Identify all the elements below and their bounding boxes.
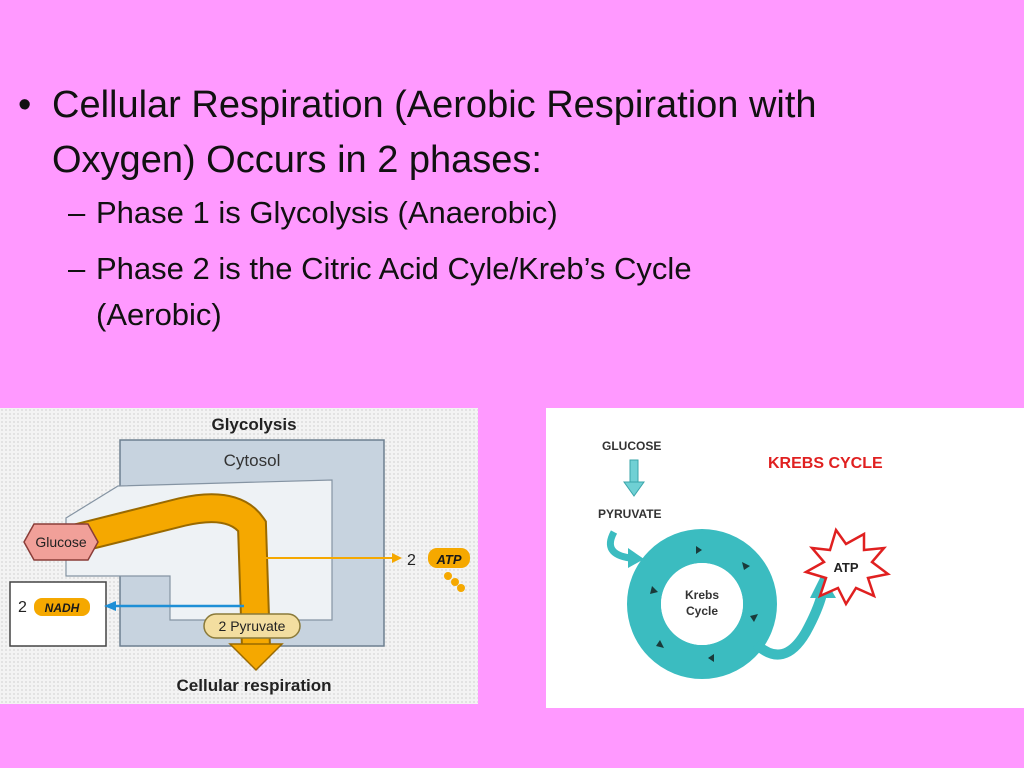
nadh-label: NADH — [45, 601, 80, 615]
pyruvate-text: PYRUVATE — [598, 507, 662, 521]
bullet-main-line-2: Oxygen) Occurs in 2 phases: — [52, 139, 542, 181]
krebs-center — [661, 563, 743, 645]
bullet-main: • Cellular Respiration (Aerobic Respirat… — [18, 78, 1008, 188]
circulation-arrow-icon — [650, 586, 658, 594]
glycolysis-pathway-arrow — [66, 495, 269, 649]
sub-bullet-phase-1-text: Phase 1 is Glycolysis (Anaerobic) — [96, 195, 558, 230]
atp-starburst-icon — [802, 527, 891, 607]
bullet-dot: • — [18, 84, 32, 126]
down-arrow-shaft — [629, 459, 639, 483]
pathway-arrowhead — [228, 643, 284, 672]
krebs-cycle-title: KREBS CYCLE — [768, 455, 883, 472]
pyruvate-pill — [203, 613, 301, 639]
atp-badge — [428, 548, 470, 568]
sub-bullet-dash: – — [68, 251, 86, 286]
glycolysis-svg: Glycolysis Cytosol Glucose 2 ATP 2 — [9, 415, 470, 695]
atp-count: 2 — [407, 552, 416, 569]
circulation-arrow-icon — [696, 546, 702, 554]
krebs-atp-label: ATP — [833, 560, 858, 575]
atp-label: ATP — [435, 552, 461, 567]
circulation-arrow-icon — [750, 614, 758, 622]
sub-bullet-dash: – — [68, 195, 86, 230]
phosphate-dot — [444, 572, 452, 580]
glycolysis-title: Glycolysis — [211, 415, 296, 434]
nadh-arrowhead — [104, 601, 116, 611]
krebs-cycle-diagram: GLUCOSE PYRUVATE KREBS CYCLE Krebs Cycle — [546, 408, 1024, 708]
glucose-label: Glucose — [35, 534, 87, 550]
circulation-arrows — [650, 546, 758, 662]
entry-arrow-curve — [607, 530, 631, 562]
krebs-center-line-2: Cycle — [686, 604, 718, 618]
cytosol-label: Cytosol — [224, 451, 281, 470]
circulation-arrow-icon — [742, 562, 750, 570]
krebs-ring — [627, 529, 777, 679]
entry-arrowhead — [628, 548, 644, 568]
sub-bullet-phase-2-line-2: (Aerobic) — [96, 297, 222, 332]
nadh-count: 2 — [18, 599, 27, 616]
glycolysis-diagram: Glycolysis Cytosol Glucose 2 ATP 2 — [0, 408, 478, 704]
cellular-respiration-label: Cellular respiration — [177, 676, 332, 695]
pyruvate-label: 2 Pyruvate — [219, 618, 286, 634]
circulation-arrow-icon — [656, 640, 664, 648]
circulation-arrow-icon — [708, 654, 714, 662]
down-arrow-icon — [623, 481, 645, 497]
nadh-badge — [34, 598, 90, 616]
exit-arrow-curve — [752, 592, 827, 660]
sub-bullet-phase-2: – Phase 2 is the Citric Acid Cyle/Kreb’s… — [18, 246, 1008, 338]
bullet-main-line-1: Cellular Respiration (Aerobic Respiratio… — [52, 84, 817, 126]
bullet-list: • Cellular Respiration (Aerobic Respirat… — [18, 78, 1008, 338]
phosphate-dot — [457, 584, 465, 592]
krebs-svg: GLUCOSE PYRUVATE KREBS CYCLE Krebs Cycle — [598, 439, 891, 679]
glucose-text: GLUCOSE — [602, 439, 661, 453]
sub-bullet-phase-1: – Phase 1 is Glycolysis (Anaerobic) — [18, 188, 1008, 238]
krebs-center-line-1: Krebs — [685, 588, 719, 602]
atp-arrowhead — [392, 553, 402, 563]
sub-bullet-phase-2-line-1: Phase 2 is the Citric Acid Cyle/Kreb’s C… — [96, 251, 692, 286]
phosphate-dot — [451, 578, 459, 586]
glucose-hexagon — [23, 523, 99, 561]
